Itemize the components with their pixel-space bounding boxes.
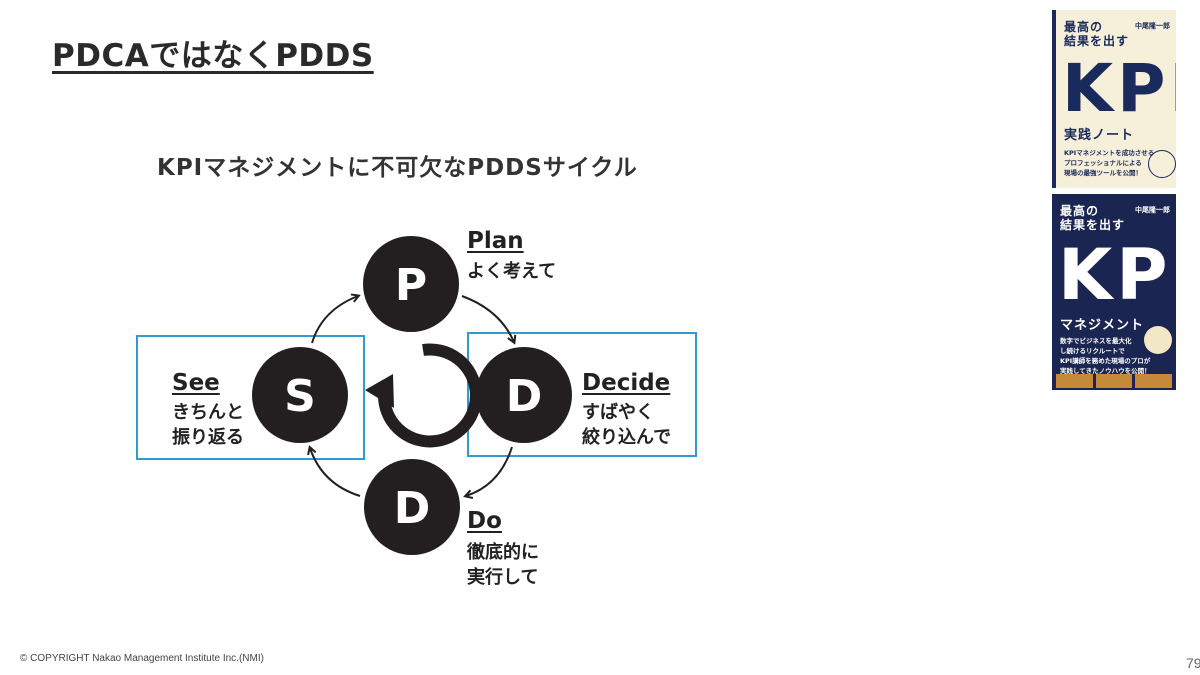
book-feature-strip <box>1056 374 1173 388</box>
plan-circle <box>363 236 459 332</box>
do-circle <box>364 459 460 555</box>
plan-description: よく考えて <box>467 261 557 282</box>
diagram-title: KPIマネジメントに不可欠なPDDSサイクル <box>157 155 638 181</box>
see-letter: S <box>284 371 316 422</box>
book-badge-icon <box>1148 150 1176 178</box>
plan-label: Plan <box>467 228 524 254</box>
see-label: See <box>172 370 220 396</box>
slide-title: PDCAではなくPDDS <box>52 38 374 74</box>
book-title: KPI <box>1058 234 1176 316</box>
do-description: 徹底的に 実行して <box>467 542 539 588</box>
decide-label: Decide <box>582 370 671 396</box>
center-cycle-arrowhead <box>365 374 394 408</box>
see-description: きちんと 振り返る <box>172 402 244 448</box>
book-author: 中尾隆一郎 <box>1135 206 1170 214</box>
copyright-notice: © COPYRIGHT Nakao Management Institute I… <box>20 653 264 664</box>
arrow-see-to-plan <box>311 296 358 344</box>
decide-description: すばやく 絞り込んで <box>582 402 672 448</box>
book-badge-icon <box>1144 326 1172 354</box>
book-cover-kpi-management: 最高の 結果を出す 中尾隆一郎 KPI マネジメント 数字でビジネスを最大化 し… <box>1052 194 1176 390</box>
book-series: 実践ノート <box>1064 128 1135 143</box>
center-cycle-arrow <box>377 343 482 448</box>
arrow-do-to-see <box>310 448 361 497</box>
book-cover-kpi-practice-note: 最高の 結果を出す 中尾隆一郎 KPI 実践ノート KPIマネジメントを成功させ… <box>1052 10 1176 188</box>
book-author: 中尾隆一郎 <box>1135 22 1170 30</box>
see-circle <box>252 347 348 443</box>
book-blurb: 数字でビジネスを最大化 し続けるリクルートで KPI講師を務めた現場のプロが 実… <box>1060 337 1151 375</box>
arrow-plan-to-decide <box>461 295 514 342</box>
book-subtitle: 最高の 結果を出す <box>1064 20 1130 48</box>
arrow-decide-to-do <box>466 446 513 496</box>
book-blurb: KPIマネジメントを成功させる プロフェッショナルによる 現場の最強ツールを公開… <box>1064 149 1155 177</box>
do-letter: D <box>394 483 431 534</box>
decide-letter: D <box>506 371 543 422</box>
book-subtitle: 最高の 結果を出す <box>1060 204 1126 232</box>
see-highlight-box <box>136 335 365 460</box>
decide-highlight-box <box>467 332 697 457</box>
book-title: KPI <box>1062 50 1176 127</box>
plan-letter: P <box>395 260 427 311</box>
decide-circle <box>476 347 572 443</box>
do-label: Do <box>467 508 502 534</box>
page-number: 79 <box>1186 655 1200 671</box>
book-series: マネジメント <box>1060 318 1145 333</box>
